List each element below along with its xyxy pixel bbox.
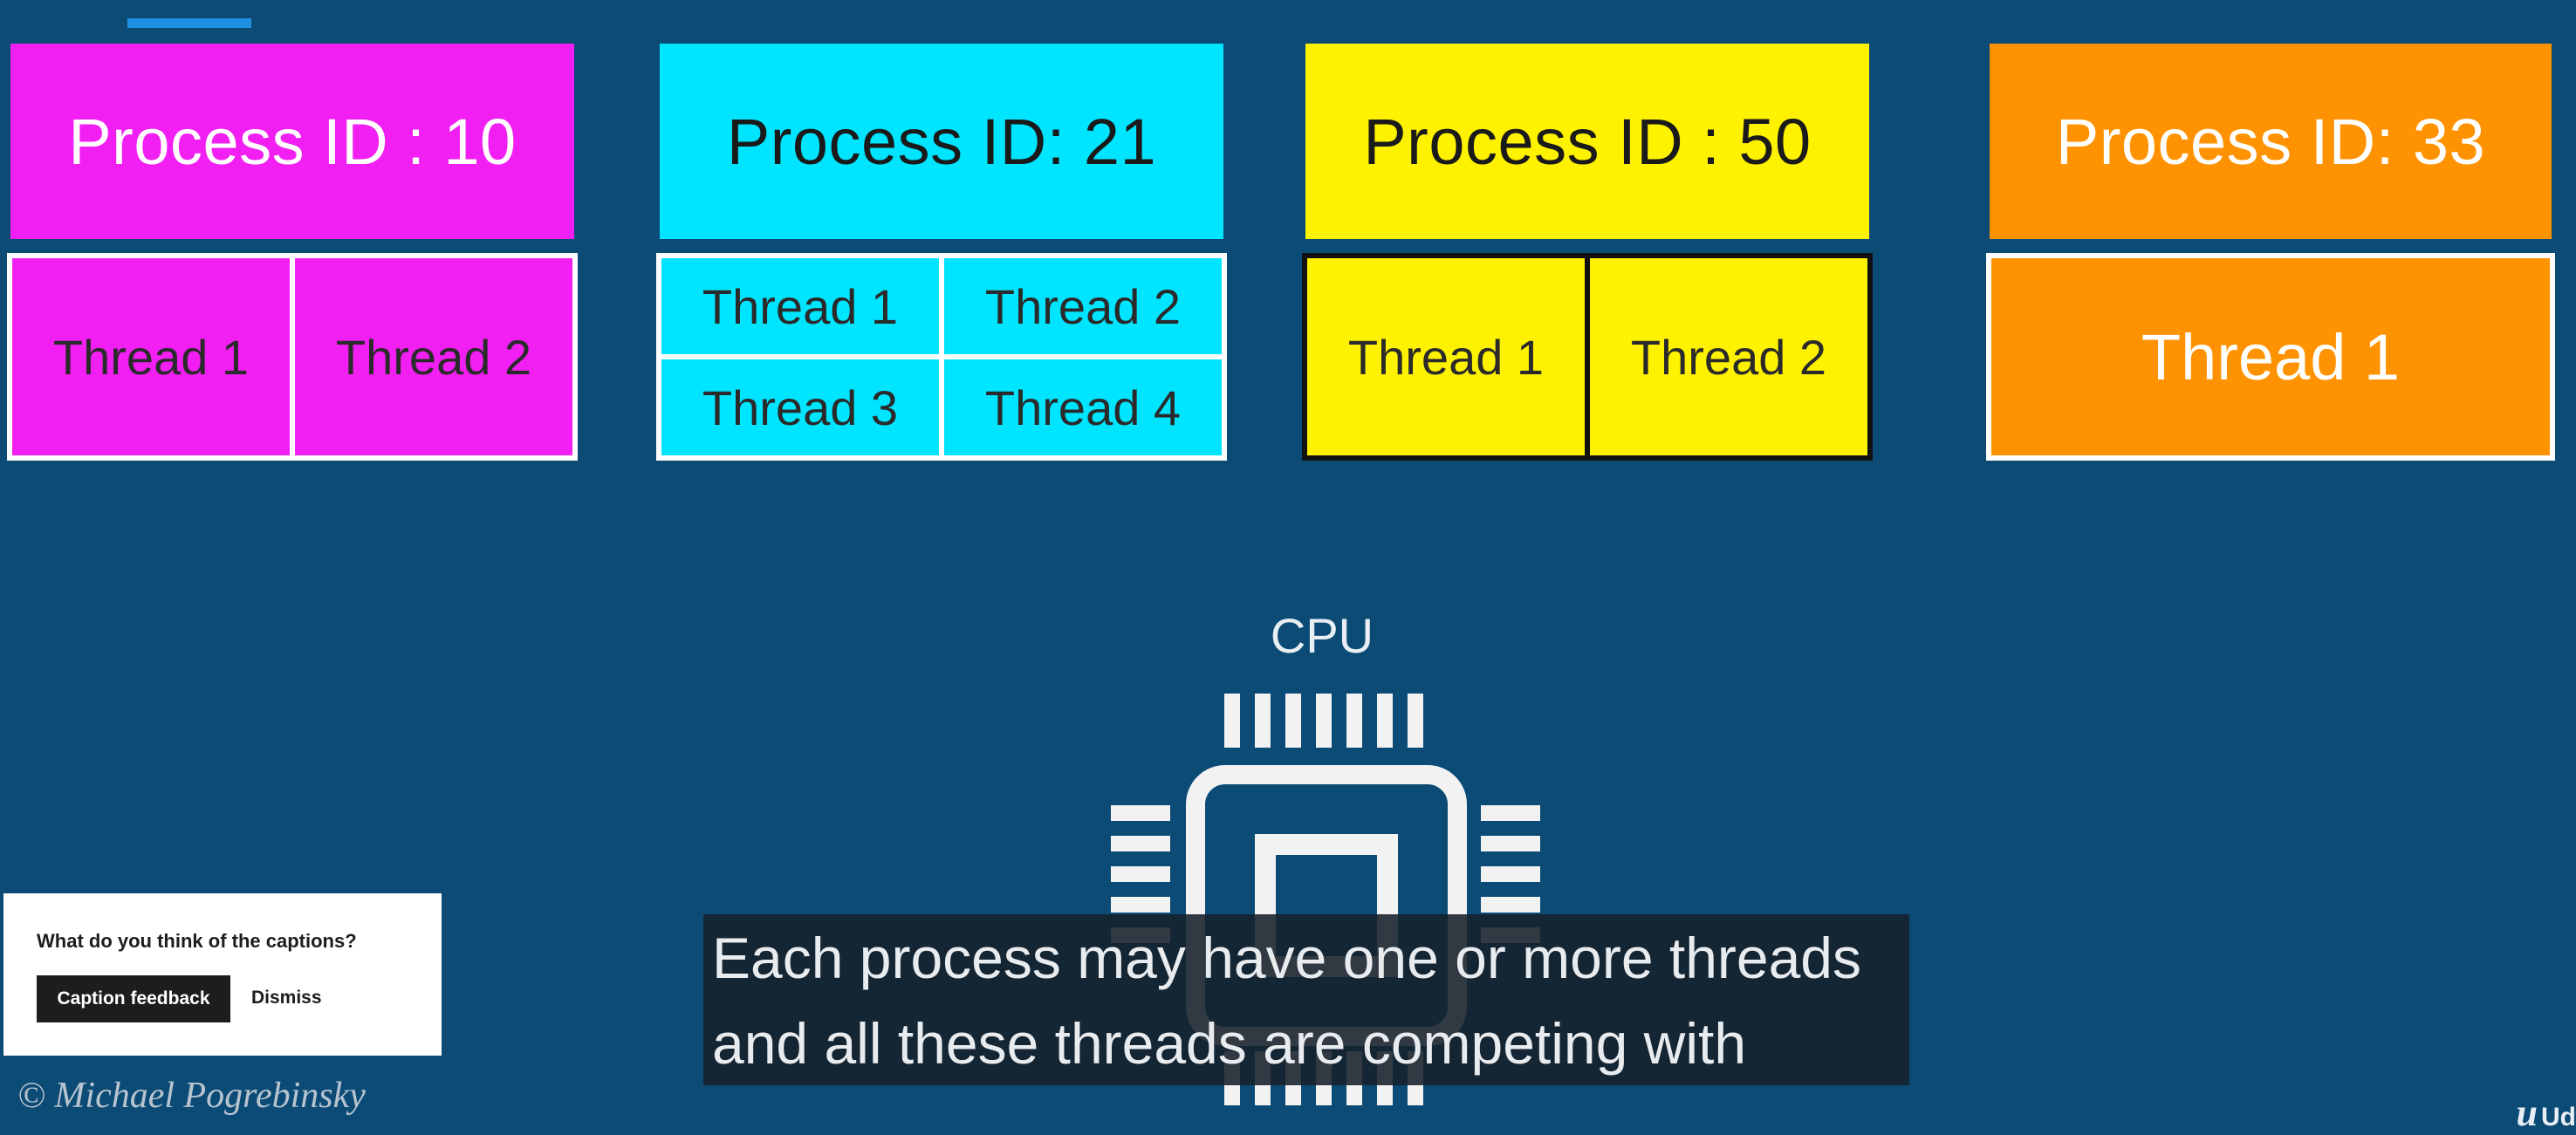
process-title: Process ID : 50: [1305, 44, 1869, 239]
cpu-label: CPU: [1270, 608, 1374, 663]
thread-cell: Thread 2: [1590, 258, 1867, 455]
process-title: Process ID: 21: [660, 44, 1223, 239]
thread-cell: Thread 1: [1991, 258, 2550, 455]
thread-cell: Thread 2: [944, 258, 1222, 354]
process-card-50: Process ID : 50 Thread 1 Thread 2: [1302, 44, 1873, 461]
caption-line-2: and all these threads are competing with: [712, 1011, 1747, 1076]
caption-feedback-button[interactable]: Caption feedback: [37, 975, 230, 1022]
brand-mark-icon: u: [2516, 1091, 2538, 1134]
thread-group: Thread 1: [1986, 253, 2555, 461]
thread-group: Thread 1 Thread 2: [7, 253, 578, 461]
thread-cell: Thread 1: [12, 258, 290, 455]
thread-cell: Thread 1: [661, 258, 939, 354]
thread-group: Thread 1 Thread 2: [1302, 253, 1873, 461]
thread-cell: Thread 2: [295, 258, 572, 455]
progress-indicator: [127, 18, 251, 28]
caption-feedback-popup: What do you think of the captions? Capti…: [3, 893, 442, 1056]
copyright-text: © Michael Pogrebinsky: [17, 1076, 366, 1116]
thread-cell: Thread 4: [944, 359, 1222, 455]
brand-text: Ud: [2541, 1103, 2576, 1132]
process-card-21: Process ID: 21 Thread 1 Thread 2 Thread …: [656, 44, 1227, 461]
thread-cell: Thread 1: [1307, 258, 1585, 455]
feedback-question: What do you think of the captions?: [37, 930, 357, 952]
process-card-33: Process ID: 33 Thread 1: [1986, 44, 2555, 461]
dismiss-button[interactable]: Dismiss: [251, 988, 322, 1008]
thread-cell: Thread 3: [661, 359, 939, 455]
process-title: Process ID: 33: [1990, 44, 2552, 239]
process-title: Process ID : 10: [10, 44, 574, 239]
thread-group: Thread 1 Thread 2 Thread 3 Thread 4: [656, 253, 1227, 461]
caption-overlay: [703, 914, 1909, 1085]
process-card-10: Process ID : 10 Thread 1 Thread 2: [7, 44, 578, 461]
caption-line-1: Each process may have one or more thread…: [712, 926, 1862, 990]
